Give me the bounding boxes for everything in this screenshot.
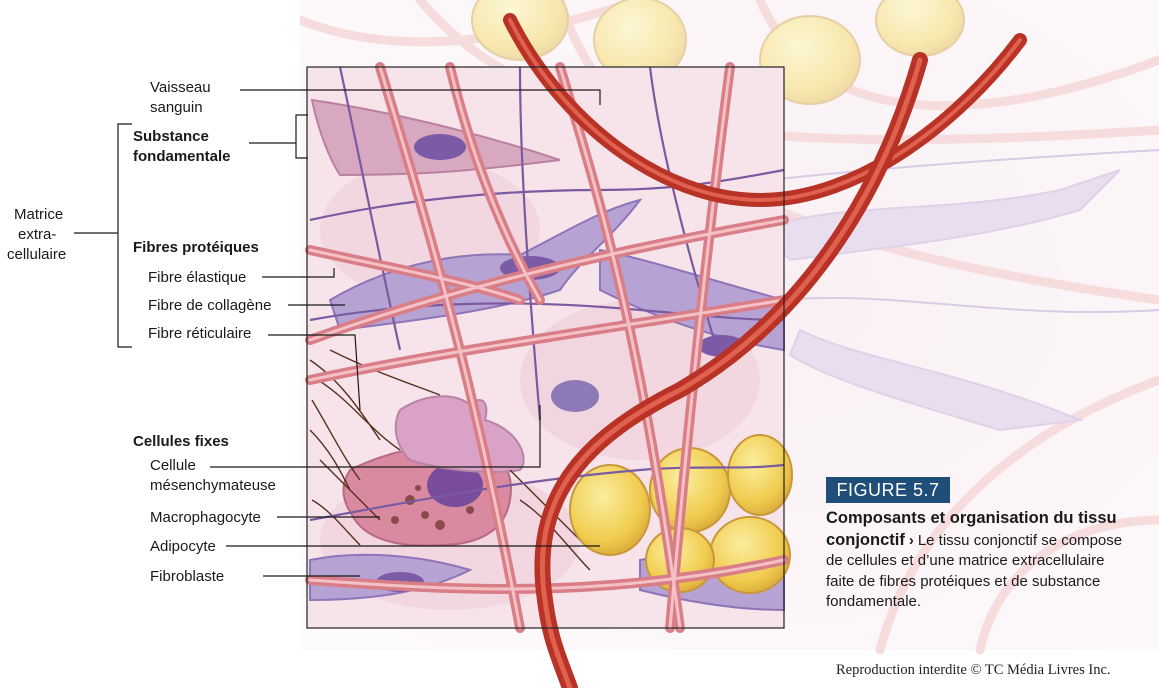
leader-lines xyxy=(74,89,601,577)
caption-arrow-icon: › xyxy=(908,531,914,549)
copyright-footer: Reproduction interdite © TC Média Livres… xyxy=(836,662,1111,678)
figure-number-badge: FIGURE 5.7 xyxy=(826,477,950,503)
label-macrophagocyte: Macrophagocyte xyxy=(150,509,261,526)
figure-description: Le tissu conjonctif se compose de cellul… xyxy=(826,531,1123,611)
label-fibroblaste: Fibroblaste xyxy=(150,568,225,585)
label-adipocyte: Adipocyte xyxy=(150,538,216,555)
tissue-frame-illustration xyxy=(305,13,1027,688)
label-matrice-line2: extra- xyxy=(18,226,57,243)
label-cellule-mes-line2: mésenchymateuse xyxy=(150,477,276,494)
label-fibres-proteiques: Fibres protéiques xyxy=(133,239,259,256)
figure-caption: Composants et organisation du tissu conj… xyxy=(826,508,1126,613)
label-substance-line1: Substance xyxy=(133,128,209,145)
label-matrice-line1: Matrice xyxy=(14,206,64,223)
label-cellule-mes-line1: Cellule xyxy=(150,457,196,474)
figure-title: Composants et organisation du tissu conj… xyxy=(826,509,1117,549)
label-vaisseau-line1: Vaisseau xyxy=(150,79,211,96)
label-matrice-line3: cellulaire xyxy=(7,246,67,263)
label-fibre-elastique: Fibre élastique xyxy=(148,269,247,286)
label-fibre-collagene: Fibre de collagène xyxy=(148,297,272,314)
label-vaisseau-line2: sanguin xyxy=(150,99,203,116)
label-substance-line2: fondamentale xyxy=(133,148,231,165)
label-fibre-reticulaire: Fibre réticulaire xyxy=(148,325,252,342)
label-cellules-fixes: Cellules fixes xyxy=(133,433,229,450)
